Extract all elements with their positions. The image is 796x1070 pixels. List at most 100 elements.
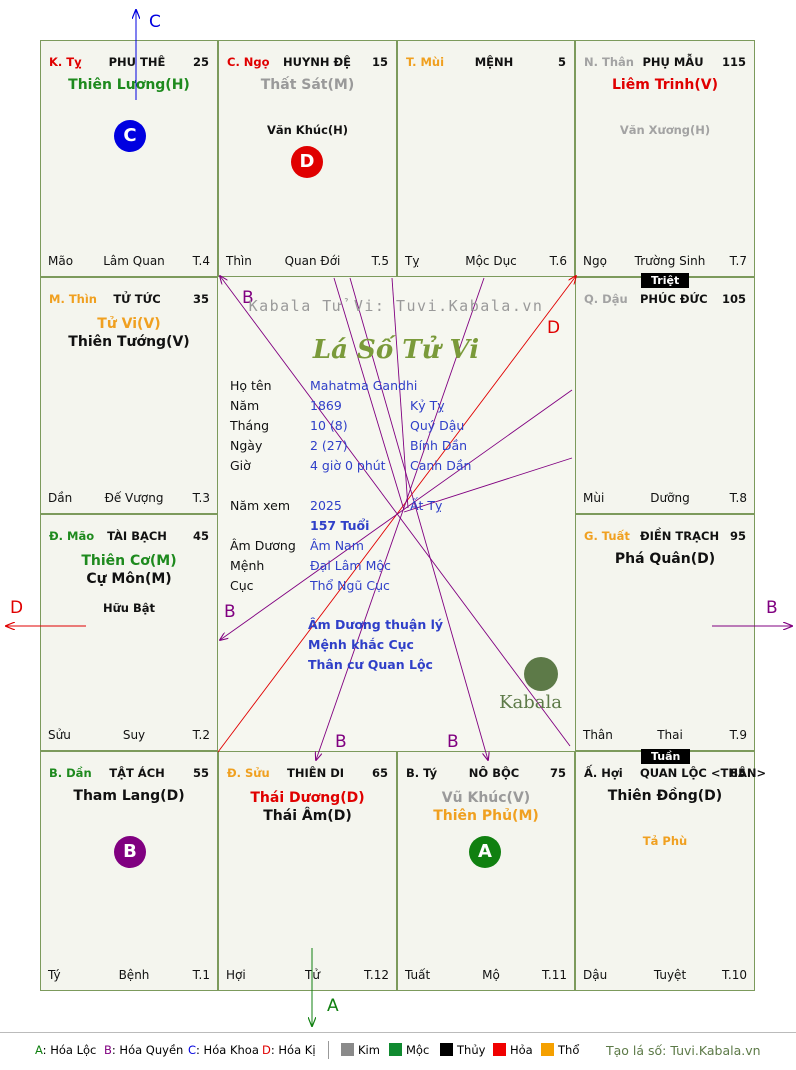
palace-number: 25 bbox=[192, 55, 209, 69]
element-swatch bbox=[341, 1043, 354, 1056]
info-row: Năm xem 2025 Ất Tỵ bbox=[230, 498, 550, 516]
legend-mutagen-b: B: Hóa Quyền bbox=[104, 1043, 183, 1057]
main-star: Thái Âm(D) bbox=[263, 808, 352, 824]
main-star: Vũ Khúc(V) bbox=[441, 790, 531, 806]
main-star: Tham Lang(D) bbox=[73, 788, 185, 804]
label-b-inner-left: B bbox=[224, 602, 236, 622]
palace-name: ĐIỀN TRẠCH bbox=[640, 529, 720, 543]
palace-name: PHU THÊ bbox=[108, 55, 166, 69]
info-value: 10 (8) bbox=[310, 418, 348, 433]
palace-name: MỆNH bbox=[474, 55, 514, 69]
label-b-inner-bottom2: B bbox=[447, 732, 459, 752]
palace-name: PHỤ MẪU bbox=[642, 55, 704, 69]
palace-branch: C. Ngọ bbox=[227, 55, 270, 69]
main-star: Tử Vi(V) bbox=[97, 316, 161, 332]
minor-star: Tả Phù bbox=[642, 834, 688, 848]
info-value: 2025 bbox=[310, 498, 342, 513]
info-value: Thổ Ngũ Cục bbox=[310, 578, 390, 593]
element-swatch bbox=[440, 1043, 453, 1056]
palace-number: 5 bbox=[557, 55, 566, 69]
life-stage: Thai bbox=[657, 728, 683, 742]
chart-note: Mệnh khắc Cục bbox=[308, 637, 414, 652]
life-stage: Bệnh bbox=[118, 968, 150, 982]
life-stage: Tử bbox=[305, 968, 320, 982]
info-label: Năm bbox=[230, 398, 260, 413]
cycle-branch: Ngọ bbox=[583, 254, 607, 268]
info-value-2: Bính Dần bbox=[410, 438, 468, 453]
palace-name: THIÊN DI bbox=[286, 766, 345, 780]
mutagen-marker-b: B bbox=[114, 836, 146, 868]
life-stage: Đế Vượng bbox=[104, 491, 164, 505]
palace-number: 105 bbox=[721, 292, 746, 306]
info-value-2: Kỷ Tỵ bbox=[410, 398, 445, 413]
age-tag: T.5 bbox=[371, 254, 389, 268]
palace-branch: Q. Dậu bbox=[584, 292, 628, 306]
main-star: Thiên Tướng(V) bbox=[68, 334, 190, 350]
info-label: Năm xem bbox=[230, 498, 291, 513]
tuan-badge: Tuần bbox=[641, 749, 691, 764]
cycle-branch: Thân bbox=[583, 728, 613, 742]
kabala-brand: Kabala bbox=[499, 692, 562, 713]
main-star: Thái Dương(D) bbox=[250, 790, 365, 806]
info-row: Họ tên Mahatma Gandhi bbox=[230, 378, 550, 396]
palace-branch: Ấ. Hợi bbox=[584, 766, 623, 780]
triet-badge: Triệt bbox=[641, 273, 690, 288]
element-label: Mộc bbox=[406, 1043, 430, 1057]
info-label: Giờ bbox=[230, 458, 251, 473]
legend-mutagen-c: C: Hóa Khoa bbox=[188, 1043, 259, 1057]
cycle-branch: Dậu bbox=[583, 968, 608, 982]
main-star: Phá Quân(D) bbox=[614, 551, 716, 567]
kabala-logo-icon bbox=[524, 657, 558, 691]
palace-name: HUYNH ĐỆ bbox=[283, 55, 352, 69]
info-label: Họ tên bbox=[230, 378, 272, 393]
life-stage: Lâm Quan bbox=[103, 254, 165, 268]
age-tag: T.7 bbox=[729, 254, 747, 268]
element-swatch bbox=[389, 1043, 402, 1056]
mutagen-marker-a: A bbox=[469, 836, 501, 868]
info-value-2: Ất Tỵ bbox=[410, 498, 443, 513]
palace-number: 95 bbox=[729, 529, 746, 543]
cycle-branch: Tý bbox=[48, 968, 61, 982]
cycle-branch: Dần bbox=[48, 491, 73, 505]
palace-branch: M. Thìn bbox=[49, 292, 97, 306]
main-star: Thiên Phủ(M) bbox=[433, 808, 539, 824]
age-tag: T.6 bbox=[549, 254, 567, 268]
credit-text: Tạo lá số: Tuvi.Kabala.vn bbox=[606, 1043, 761, 1058]
info-label: Âm Dương bbox=[230, 538, 296, 553]
minor-star: Văn Xương(H) bbox=[619, 123, 711, 137]
info-value: Đại Lâm Mộc bbox=[310, 558, 391, 573]
info-value: Mahatma Gandhi bbox=[310, 378, 418, 393]
legend-element: Thổ bbox=[541, 1043, 579, 1057]
palace-name: QUAN LỘC <THÂN> bbox=[640, 766, 767, 780]
info-value: 1869 bbox=[310, 398, 342, 413]
life-stage: Mộ bbox=[482, 968, 500, 982]
legend-label: : Hóa Quyền bbox=[111, 1043, 184, 1057]
palace-name: TÀI BẠCH bbox=[107, 529, 167, 543]
label-b-inner-top: B bbox=[242, 288, 254, 308]
